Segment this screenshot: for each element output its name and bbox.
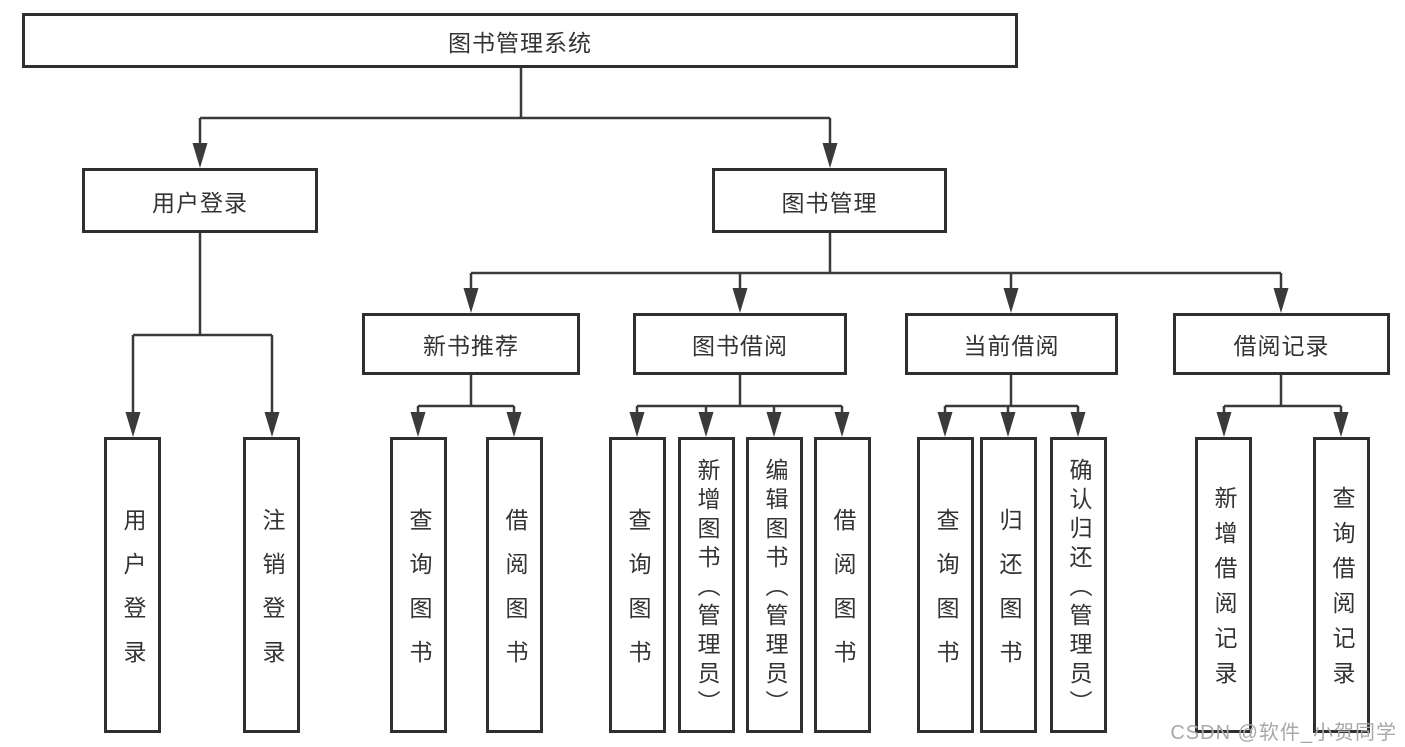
leaf-query-books-current[interactable]: 查询图书 xyxy=(917,437,974,733)
arrowhead-icon xyxy=(822,143,838,168)
leaf-label: 查询借阅记录 xyxy=(1329,486,1355,696)
arrowhead-icon xyxy=(125,412,141,437)
node-label: 图书借阅 xyxy=(692,333,788,359)
leaf-label: 用户登录 xyxy=(120,507,146,684)
leaf-label: 新增图书（管理员） xyxy=(694,457,720,719)
arrowhead-icon xyxy=(629,412,645,437)
leaf-user-login[interactable]: 用户登录 xyxy=(104,437,161,733)
node-label: 新书推荐 xyxy=(423,333,519,359)
node-book-borrow[interactable]: 图书借阅 xyxy=(633,313,847,375)
node-label: 当前借阅 xyxy=(963,333,1060,359)
node-book-management[interactable]: 图书管理 xyxy=(712,168,947,233)
leaf-add-borrow-record[interactable]: 新增借阅记录 xyxy=(1195,437,1252,733)
arrowhead-icon xyxy=(192,143,208,168)
arrowhead-icon xyxy=(410,412,426,437)
leaf-borrow-books-recommend[interactable]: 借阅图书 xyxy=(486,437,543,733)
arrowhead-icon xyxy=(834,412,850,437)
node-root-system[interactable]: 图书管理系统 xyxy=(22,13,1018,68)
leaf-logout[interactable]: 注销登录 xyxy=(243,437,300,733)
arrowhead-icon xyxy=(506,412,522,437)
leaf-borrow-books[interactable]: 借阅图书 xyxy=(814,437,871,733)
connector-records-to-leaves xyxy=(1222,375,1343,415)
node-label: 图书管理 xyxy=(781,189,878,216)
leaf-edit-books-admin[interactable]: 编辑图书（管理员） xyxy=(746,437,803,733)
arrowheads xyxy=(125,143,1349,437)
arrowhead-icon xyxy=(1333,412,1349,437)
node-label: 图书管理系统 xyxy=(448,29,592,56)
leaf-label: 查询图书 xyxy=(933,507,959,684)
connector-bookborrow-to-leaves xyxy=(635,375,844,415)
node-user-login[interactable]: 用户登录 xyxy=(82,168,318,233)
connector-root-to-level2 xyxy=(198,68,832,146)
connector-newbook-to-leaves xyxy=(416,375,516,415)
arrowhead-icon xyxy=(698,412,714,437)
arrowhead-icon xyxy=(264,412,280,437)
leaf-query-books-recommend[interactable]: 查询图书 xyxy=(390,437,447,733)
arrowhead-icon xyxy=(1216,412,1232,437)
leaf-query-borrow-record[interactable]: 查询借阅记录 xyxy=(1313,437,1370,733)
arrowhead-icon xyxy=(732,288,748,313)
arrowhead-icon xyxy=(1273,288,1289,313)
node-new-book-recommend[interactable]: 新书推荐 xyxy=(362,313,580,375)
leaf-label: 借阅图书 xyxy=(830,507,856,684)
connector-currentborrow-to-leaves xyxy=(943,375,1080,415)
leaf-add-books-admin[interactable]: 新增图书（管理员） xyxy=(678,437,735,733)
arrowhead-icon xyxy=(937,412,953,437)
connector-management-to-level3 xyxy=(469,233,1283,291)
csdn-watermark: CSDN @软件_小贺同学 xyxy=(1170,722,1397,744)
leaf-label: 编辑图书（管理员） xyxy=(762,457,788,719)
arrowhead-icon xyxy=(1000,412,1016,437)
leaf-query-books-borrow[interactable]: 查询图书 xyxy=(609,437,666,733)
arrowhead-icon xyxy=(463,288,479,313)
leaf-label: 查询图书 xyxy=(625,507,651,684)
leaf-label: 确认归还（管理员） xyxy=(1066,457,1092,719)
leaf-label: 归还图书 xyxy=(996,507,1022,684)
node-label: 借阅记录 xyxy=(1233,333,1330,359)
node-current-borrow[interactable]: 当前借阅 xyxy=(905,313,1118,375)
arrowhead-icon xyxy=(1003,288,1019,313)
node-borrow-records[interactable]: 借阅记录 xyxy=(1173,313,1390,375)
leaf-confirm-return-admin[interactable]: 确认归还（管理员） xyxy=(1050,437,1107,733)
leaf-label: 新增借阅记录 xyxy=(1211,486,1237,696)
connector-userlogin-to-leaves xyxy=(131,233,274,415)
arrowhead-icon xyxy=(766,412,782,437)
leaf-return-books[interactable]: 归还图书 xyxy=(980,437,1037,733)
arrowhead-icon xyxy=(1070,412,1086,437)
leaf-label: 查询图书 xyxy=(406,507,432,684)
node-label: 用户登录 xyxy=(152,189,248,216)
leaf-label: 借阅图书 xyxy=(502,507,528,684)
leaf-label: 注销登录 xyxy=(259,507,285,684)
connector-paths xyxy=(131,68,1343,415)
